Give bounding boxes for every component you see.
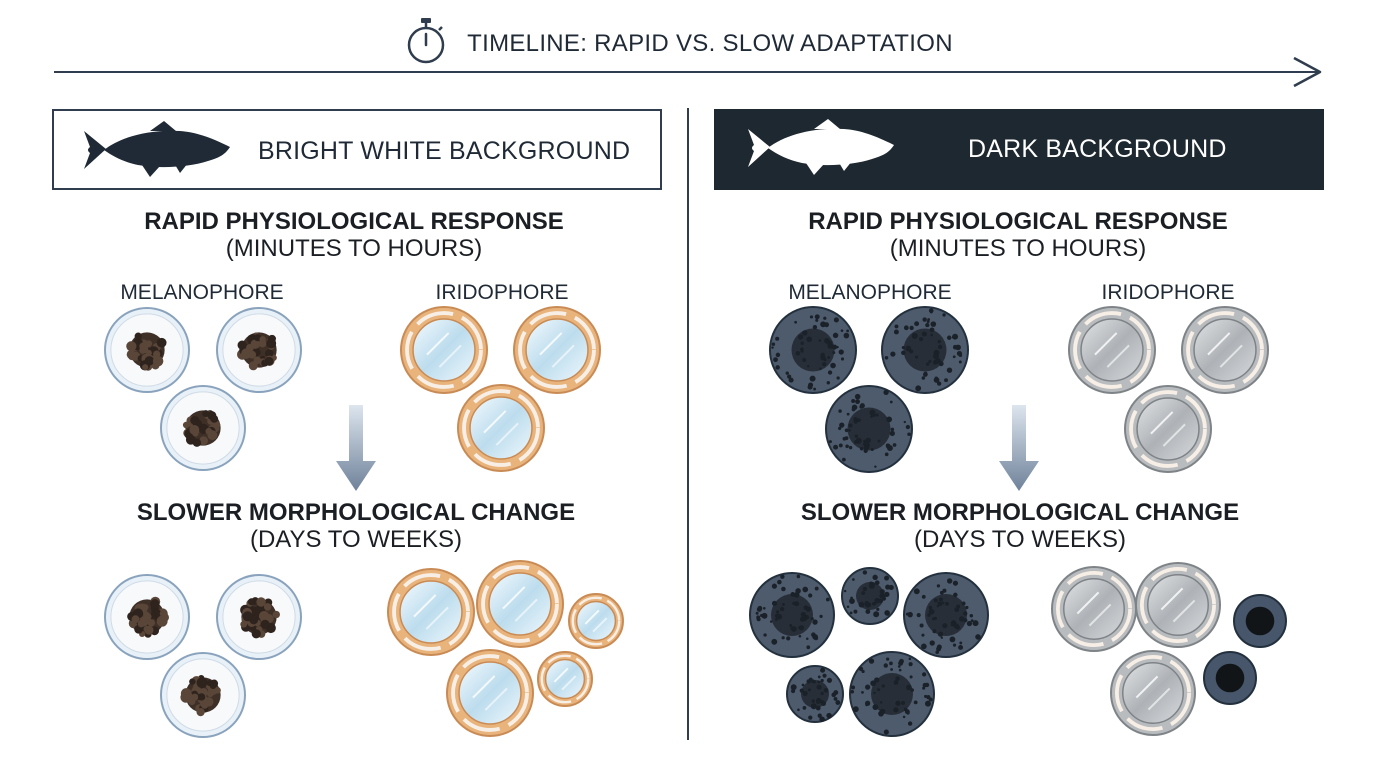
light-rapid-subtitle: (MINUTES TO HOURS) (225, 235, 483, 262)
iridophore (400, 306, 488, 394)
dark-slow-heading: SLOWER MORPHOLOGICAL CHANGE (DAYS TO WEE… (740, 499, 1300, 553)
melanophore-dispersed (881, 306, 969, 394)
light-slow-subtitle: (DAYS TO WEEKS) (249, 526, 463, 553)
iridophore (1181, 306, 1269, 394)
dark-background-banner: DARK BACKGROUND (714, 109, 1324, 190)
light-rapid-title: RAPID PHYSIOLOGICAL RESPONSE (144, 208, 564, 235)
melanophore-dispersed (903, 572, 989, 658)
melanophore-dispersed (825, 385, 913, 473)
melanophore-dispersed (769, 306, 857, 394)
iridophore (387, 568, 475, 656)
stopwatch-icon (407, 18, 445, 64)
light-slow-heading: SLOWER MORPHOLOGICAL CHANGE (DAYS TO WEE… (76, 499, 636, 553)
melanophore-small (1203, 651, 1257, 705)
melanophore-dispersed (849, 651, 935, 737)
timeline-title: TIMELINE: RAPID VS. SLOW ADAPTATION (467, 30, 953, 57)
melanophore-aggregated (104, 574, 190, 660)
light-iridophore-label: IRIDOPHORE (435, 281, 569, 304)
iridophore (568, 593, 624, 649)
iridophore (1068, 306, 1156, 394)
dark-slow-subtitle: (DAYS TO WEEKS) (913, 526, 1127, 553)
dark-rapid-heading: RAPID PHYSIOLOGICAL RESPONSE (MINUTES TO… (738, 208, 1298, 262)
fish-icon (84, 121, 230, 177)
melanophore-aggregated (104, 307, 190, 393)
iridophore (457, 384, 545, 472)
dark-banner-label: DARK BACKGROUND (968, 135, 1227, 163)
dark-melanophore-label: MELANOPHORE (788, 281, 952, 304)
fish-icon (748, 119, 894, 175)
iridophore (1051, 566, 1137, 652)
melanophore-dispersed (786, 665, 844, 723)
light-background-banner: BRIGHT WHITE BACKGROUND (52, 109, 662, 190)
light-melanophore-label: MELANOPHORE (120, 281, 284, 304)
melanophore-aggregated (216, 574, 302, 660)
dark-iridophore-label: IRIDOPHORE (1101, 281, 1235, 304)
panel-divider (687, 108, 689, 740)
iridophore (1110, 650, 1196, 736)
iridophore (446, 649, 534, 737)
melanophore-aggregated (160, 385, 246, 471)
light-slow-title: SLOWER MORPHOLOGICAL CHANGE (136, 499, 576, 526)
iridophore (476, 560, 564, 648)
iridophore (1124, 385, 1212, 473)
melanophore-dispersed (749, 572, 835, 658)
melanophore-dispersed (841, 567, 899, 625)
iridophore (513, 306, 601, 394)
down-arrow-icon (999, 405, 1039, 491)
melanophore-aggregated (216, 307, 302, 393)
light-banner-label: BRIGHT WHITE BACKGROUND (258, 137, 631, 165)
dark-rapid-title: RAPID PHYSIOLOGICAL RESPONSE (808, 208, 1228, 235)
melanophore-small (1233, 594, 1287, 648)
iridophore (537, 651, 593, 707)
melanophore-aggregated (160, 652, 246, 738)
dark-rapid-subtitle: (MINUTES TO HOURS) (889, 235, 1147, 262)
light-rapid-heading: RAPID PHYSIOLOGICAL RESPONSE (MINUTES TO… (74, 208, 634, 262)
timeline-arrow (54, 56, 1322, 88)
dark-slow-title: SLOWER MORPHOLOGICAL CHANGE (800, 499, 1240, 526)
iridophore (1135, 562, 1221, 648)
down-arrow-icon (336, 405, 376, 491)
